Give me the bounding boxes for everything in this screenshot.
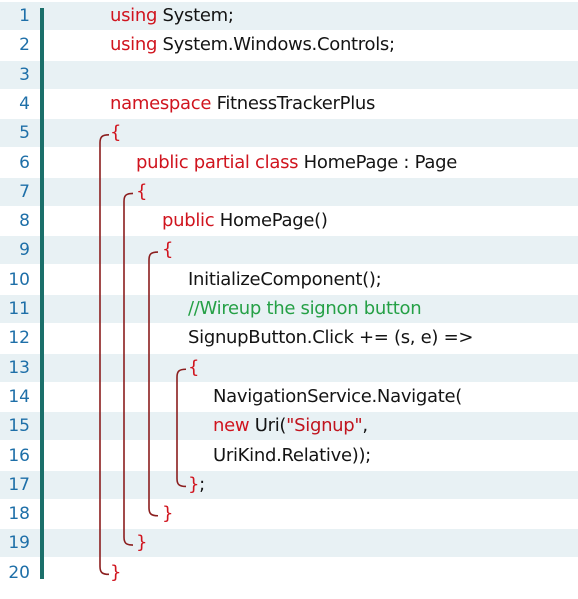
line-number: 3 <box>19 64 30 85</box>
code-token: using <box>110 5 158 26</box>
code-token: HomePage() <box>214 210 328 232</box>
code-line: 13 { <box>0 353 578 382</box>
code-line: 20} <box>0 559 578 587</box>
line-number: 1 <box>19 6 30 26</box>
line-code: { <box>162 236 173 264</box>
line-number: 8 <box>19 211 30 232</box>
line-number: 16 <box>8 445 30 466</box>
code-token: } <box>162 503 174 525</box>
code-line: 15 new Uri("Signup", <box>0 412 578 441</box>
line-code: SignupButton.Click += (s, e) => <box>188 324 473 352</box>
line-number: 2 <box>19 35 30 56</box>
code-line: 18} <box>0 500 578 528</box>
code-token: HomePage : Page <box>298 151 458 173</box>
code-line: 10 InitializeComponent(); <box>0 266 578 294</box>
line-number: 4 <box>19 93 30 114</box>
code-token: System; <box>157 5 234 26</box>
code-line: 1 using System; <box>0 2 578 30</box>
code-token: new <box>213 415 250 437</box>
code-token: InitializeComponent(); <box>188 268 382 290</box>
code-token: Uri( <box>249 415 287 437</box>
code-line: 16 UriKind.Relative)); <box>0 442 578 470</box>
code-line: 14 NavigationService.Navigate( <box>0 383 578 411</box>
line-code: } <box>110 559 121 587</box>
brace-guide-line <box>99 134 110 576</box>
code-line: 2 using System.Windows.Controls; <box>0 31 578 59</box>
code-token: { <box>136 180 148 202</box>
line-number: 12 <box>8 328 30 349</box>
code-line: 17}; <box>0 470 578 499</box>
line-code: { <box>136 178 147 206</box>
code-token: ; <box>199 473 205 495</box>
brace-guide-line <box>123 192 134 546</box>
code-token: using <box>110 34 158 56</box>
code-line: 7{ <box>0 177 578 206</box>
code-token: NavigationService.Navigate( <box>213 385 462 407</box>
code-token: { <box>110 122 122 144</box>
code-line: 11 //Wireup the signon button <box>0 295 578 323</box>
code-token: { <box>188 356 200 378</box>
brace-guide-line <box>148 251 159 517</box>
code-token: System.Windows.Controls; <box>157 34 396 56</box>
line-code: UriKind.Relative)); <box>213 442 371 470</box>
line-number: 18 <box>8 504 30 525</box>
code-line: 8 public HomePage() <box>0 207 578 235</box>
line-number: 7 <box>19 181 30 202</box>
code-token: } <box>188 473 200 495</box>
code-line: 4 namespace FitnessTrackerPlus <box>0 90 578 118</box>
line-code: namespace FitnessTrackerPlus <box>110 90 375 118</box>
line-code: using System; <box>110 2 234 30</box>
code-token: namespace <box>110 92 212 114</box>
code-token: } <box>136 532 148 554</box>
brace-guide-line <box>176 368 187 488</box>
code-token: "Signup" <box>286 415 363 437</box>
line-code: } <box>162 500 173 528</box>
line-number: 9 <box>19 240 30 261</box>
line-code: } <box>136 529 147 557</box>
code-token: UriKind.Relative)); <box>213 444 371 466</box>
code-line: 3 <box>0 60 578 89</box>
line-code: InitializeComponent(); <box>188 266 382 294</box>
line-number: 6 <box>19 152 30 173</box>
line-code: new Uri("Signup", <box>213 412 368 440</box>
code-line: 5{ <box>0 119 578 148</box>
code-token: } <box>110 561 122 583</box>
line-number: 5 <box>19 123 30 144</box>
line-code: public partial class HomePage : Page <box>136 149 457 177</box>
line-code: using System.Windows.Controls; <box>110 31 395 59</box>
line-number: 14 <box>8 386 30 407</box>
line-code: { <box>188 354 199 382</box>
code-token: SignupButton.Click += (s, e) => <box>188 327 474 349</box>
line-code: { <box>110 119 121 147</box>
gutter-bar <box>40 8 44 579</box>
line-code: //Wireup the signon button <box>188 295 422 323</box>
line-number: 17 <box>8 474 30 495</box>
code-line: 19} <box>0 529 578 558</box>
code-line: 9{ <box>0 236 578 265</box>
line-code: NavigationService.Navigate( <box>213 383 462 411</box>
line-number: 20 <box>8 562 30 583</box>
code-line: 12 SignupButton.Click += (s, e) => <box>0 324 578 352</box>
line-number: 10 <box>8 269 30 290</box>
code-token: , <box>362 415 368 437</box>
code-token: public partial class <box>136 151 299 173</box>
code-token: { <box>162 239 174 261</box>
line-number: 11 <box>8 299 30 319</box>
code-token: FitnessTrackerPlus <box>211 92 376 114</box>
line-number: 15 <box>8 416 30 437</box>
code-token: public <box>162 210 215 232</box>
line-number: 13 <box>8 357 30 378</box>
code-token: //Wireup the signon button <box>188 298 422 319</box>
line-number: 19 <box>8 533 30 554</box>
line-code: public HomePage() <box>162 207 328 235</box>
line-code: }; <box>188 471 205 499</box>
code-line: 6 public partial class HomePage : Page <box>0 149 578 177</box>
